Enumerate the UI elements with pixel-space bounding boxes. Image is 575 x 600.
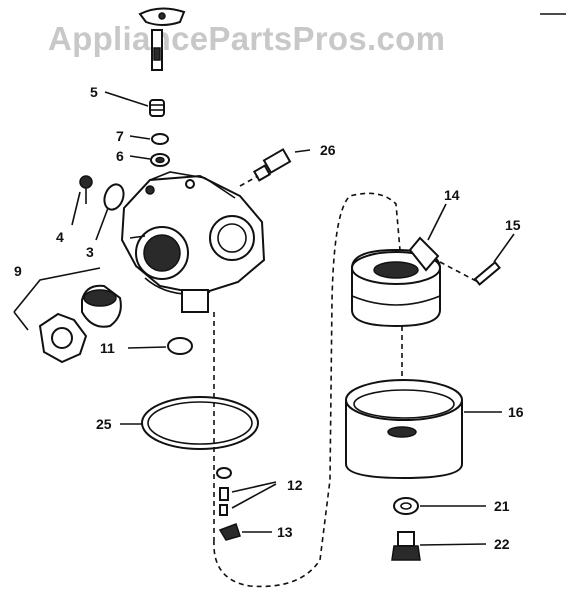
part-9-primer-assembly <box>38 284 122 364</box>
leader-14 <box>427 203 447 241</box>
leader-7 <box>129 135 151 140</box>
part-5-spring <box>149 99 165 117</box>
part-25-gasket-ring <box>141 396 259 450</box>
leader-12 <box>231 481 277 509</box>
part-3-gasket <box>103 183 125 211</box>
callout-12: 12 <box>287 477 303 493</box>
leader-6 <box>129 155 151 160</box>
callout-5: 5 <box>90 84 98 100</box>
callout-3: 3 <box>86 244 94 260</box>
callout-13: 13 <box>277 524 293 540</box>
callout-7: 7 <box>116 128 124 144</box>
callout-25: 25 <box>96 416 112 432</box>
leader-22 <box>419 543 487 546</box>
leader-4 <box>71 191 81 226</box>
leader-26-dash <box>239 175 259 187</box>
carburetor-body <box>120 171 266 313</box>
part-7-washer <box>151 133 169 145</box>
leader-9 <box>13 267 101 331</box>
leader-15-dash <box>439 261 479 283</box>
callout-11: 11 <box>100 340 115 356</box>
callout-21: 21 <box>494 498 510 514</box>
part-12-jets <box>216 467 232 516</box>
part-16-float-bowl <box>345 379 463 480</box>
part-4-screw <box>79 175 93 204</box>
callout-6: 6 <box>116 148 124 164</box>
callout-16: 16 <box>508 404 524 420</box>
leader-15 <box>493 233 515 263</box>
part-11-oring <box>167 337 193 355</box>
callout-9: 9 <box>14 263 22 279</box>
part-21-washer <box>393 497 419 515</box>
top-throttle-part <box>138 7 186 71</box>
callout-15: 15 <box>505 217 521 233</box>
callout-22: 22 <box>494 536 510 552</box>
leader-5 <box>104 91 149 107</box>
callout-26: 26 <box>320 142 336 158</box>
callout-4: 4 <box>56 229 64 245</box>
leader-26 <box>294 149 311 153</box>
part-13-needle <box>218 523 241 541</box>
part-15-hinge-pin <box>473 260 501 286</box>
part-26-fitting <box>252 148 292 182</box>
leader-3 <box>95 207 109 241</box>
float-assembly-dash-loop <box>213 192 401 588</box>
watermark: AppliancePartsPros.com <box>48 20 446 57</box>
part-22-bowl-nut <box>391 531 421 561</box>
callout-14: 14 <box>444 187 460 203</box>
leader-11 <box>127 346 167 349</box>
part-14-float <box>351 236 441 328</box>
